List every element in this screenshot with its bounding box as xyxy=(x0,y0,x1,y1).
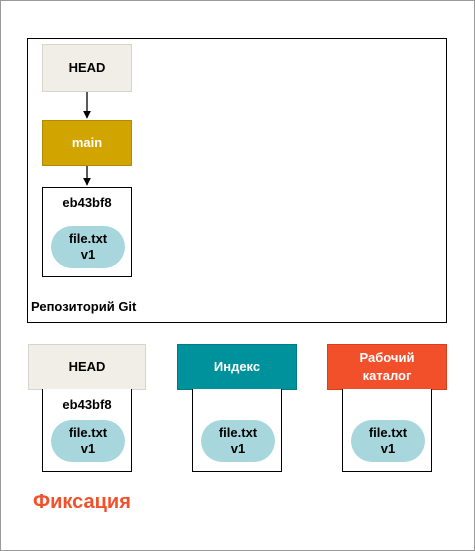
repo-branch-node: main xyxy=(42,120,132,166)
working-dir-label-line1: Рабочий xyxy=(359,350,415,365)
working-file-version: v1 xyxy=(380,441,396,456)
index-node: Индекс xyxy=(177,344,297,390)
repo-file-blob: file.txt v1 xyxy=(51,226,125,268)
index-file-version: v1 xyxy=(230,441,246,456)
index-label: Индекс xyxy=(213,359,261,374)
head-commit-node: eb43bf8 file.txt v1 xyxy=(42,389,132,472)
head-node: HEAD xyxy=(28,344,146,390)
head-file-version: v1 xyxy=(80,441,96,456)
repo-commit-id: eb43bf8 xyxy=(62,195,112,210)
repo-head-label: HEAD xyxy=(68,60,106,75)
working-file-name: file.txt xyxy=(368,425,408,440)
working-dir-content-node: file.txt v1 xyxy=(342,389,432,472)
working-file-blob: file.txt v1 xyxy=(351,420,425,462)
repository-label: Репозиторий Git xyxy=(31,299,137,314)
head-commit-id: eb43bf8 xyxy=(62,397,112,412)
working-dir-node: Рабочий каталог xyxy=(327,344,447,390)
repo-commit-node: eb43bf8 file.txt v1 xyxy=(42,187,132,277)
diagram-title: Фиксация xyxy=(33,491,131,513)
index-file-name: file.txt xyxy=(218,425,258,440)
index-file-blob: file.txt v1 xyxy=(201,420,275,462)
repo-branch-label: main xyxy=(71,135,103,150)
index-content-node: file.txt v1 xyxy=(192,389,282,472)
repo-file-name: file.txt xyxy=(68,231,108,246)
head-label: HEAD xyxy=(68,359,106,374)
head-file-name: file.txt xyxy=(68,425,108,440)
repo-head-node: HEAD xyxy=(42,44,132,92)
head-file-blob: file.txt v1 xyxy=(51,420,125,462)
repository-container xyxy=(27,38,447,323)
working-dir-label-line2: каталог xyxy=(362,368,412,383)
repo-file-version: v1 xyxy=(80,247,96,262)
